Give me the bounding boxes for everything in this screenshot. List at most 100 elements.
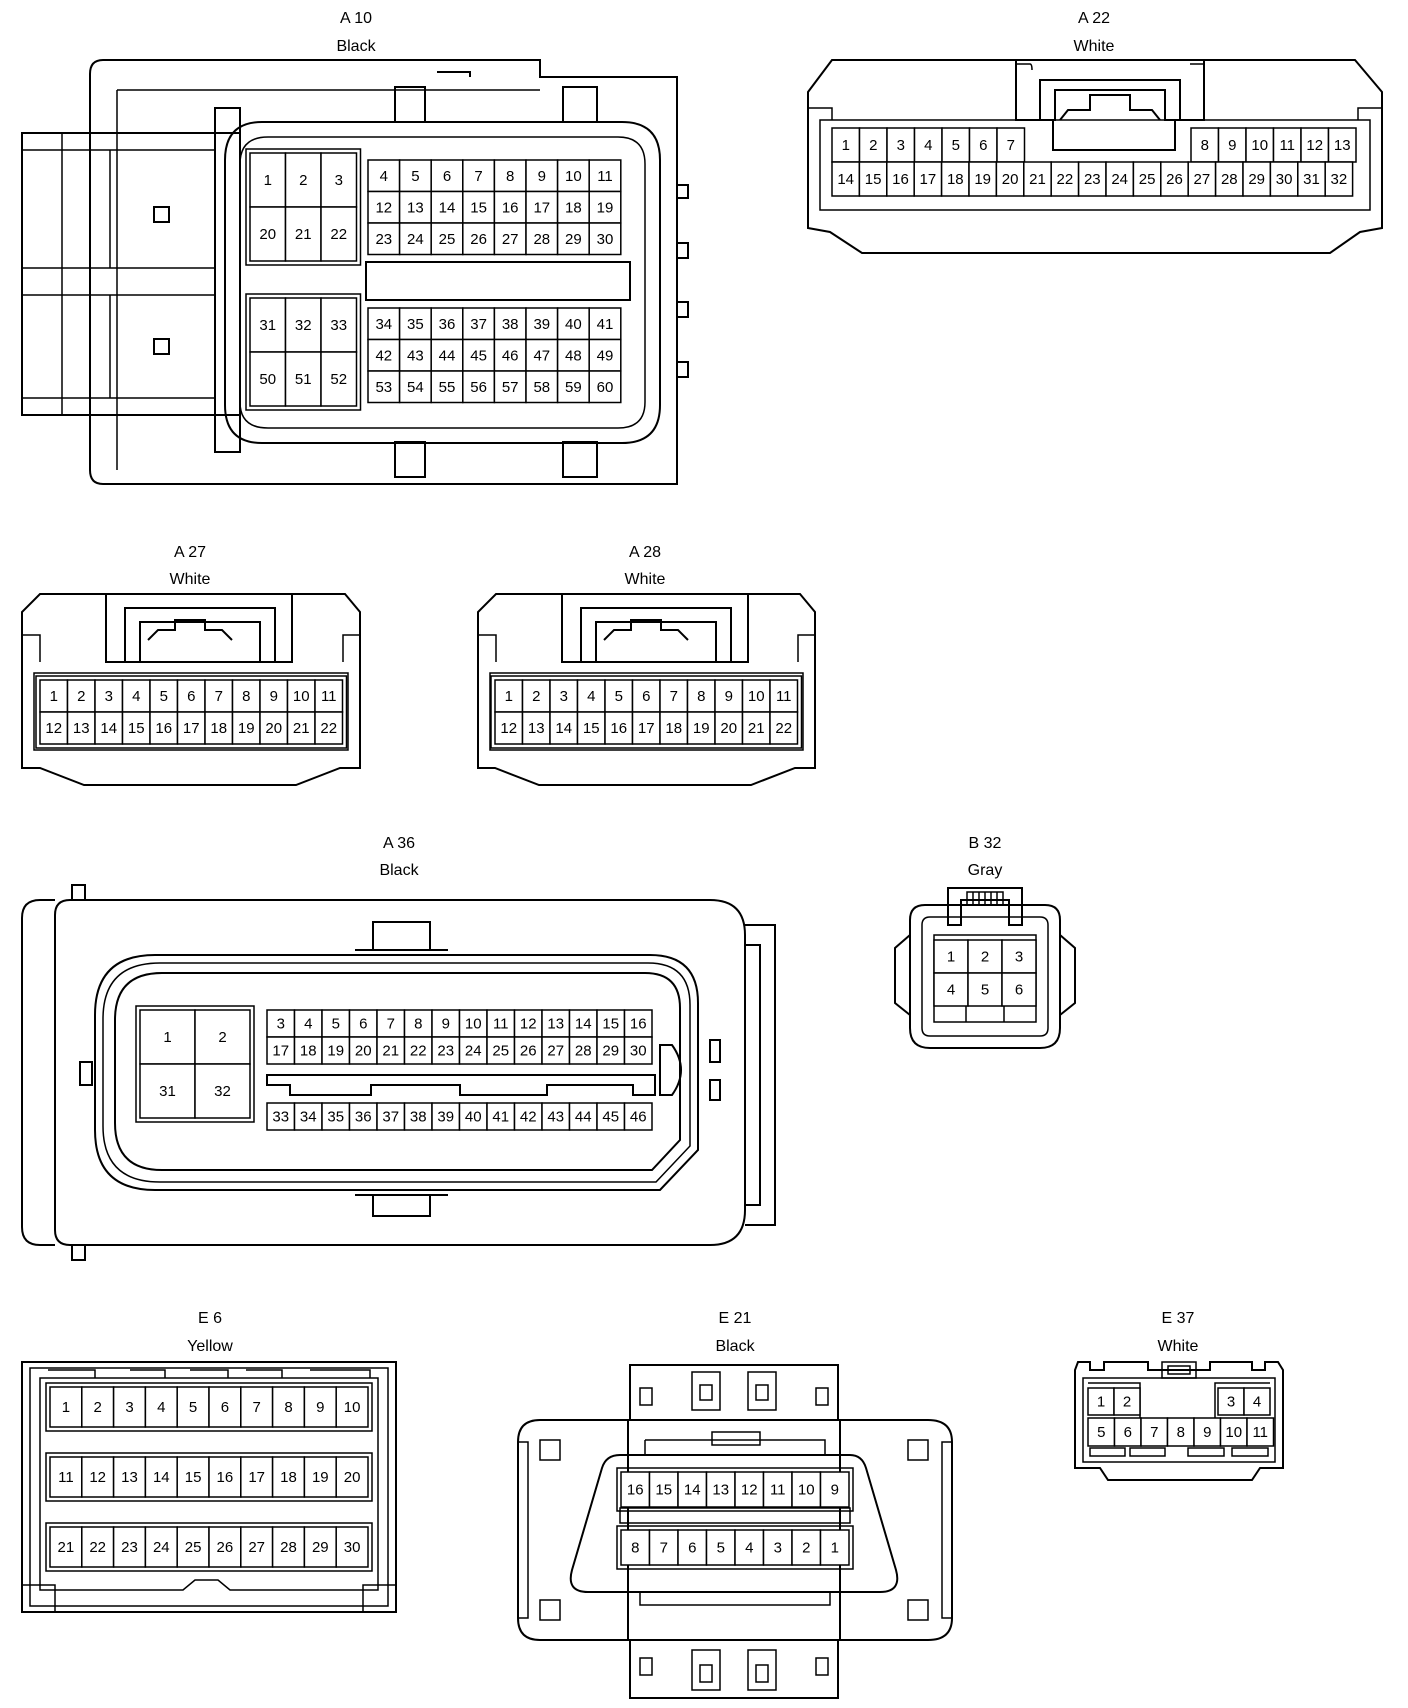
pin-cell [1217,127,1247,163]
pin-cell [604,711,634,745]
pin-number: 18 [565,199,582,216]
pin-number: 8 [697,688,705,705]
pin-cell [231,711,261,745]
connector-e37-color: White [1158,1338,1199,1355]
pin-number: 1 [842,137,850,154]
pin-number: 24 [1111,171,1128,188]
pin-number: 1 [62,1399,70,1416]
pin-number: 1 [50,688,58,705]
pin-cell [705,1471,736,1508]
pin-number: 16 [630,1016,647,1033]
pin-block-frame [135,1005,255,1123]
pin-number: 10 [565,168,582,185]
pin-cell [430,370,464,404]
pin-number: 14 [575,1016,592,1033]
pin-cell [81,1526,115,1568]
pin-cell [1001,972,1037,1007]
connector-e37: E 37 White [1074,1310,1284,1481]
pin-cell [231,679,261,713]
pin-number: 23 [1084,171,1101,188]
pin-number: 2 [981,949,989,966]
pin-number: 45 [470,347,487,364]
pin-cell [112,1526,147,1568]
pin-number: 14 [684,1482,701,1499]
pin-number: 10 [465,1016,482,1033]
pin-number: 56 [470,379,487,396]
pin-block-frame [35,675,348,749]
pin-cell [588,190,622,224]
pin-number: 24 [407,231,424,248]
pin-cell [430,222,464,256]
pin-cell [431,1102,461,1131]
pin-number: 30 [344,1539,361,1556]
pin-cell [623,1102,653,1131]
connector-a36-housing [21,884,776,1261]
pin-number: 3 [1015,949,1023,966]
pin-cell [677,1529,708,1566]
pin-number: 21 [295,226,312,243]
pin-number: 22 [89,1539,106,1556]
pin-cell [39,711,69,745]
pin-number: 2 [1123,1394,1131,1411]
pin-number: 28 [280,1539,297,1556]
pin-cell [525,370,559,404]
pin-number: 22 [1057,171,1074,188]
pin-number: 26 [1166,171,1183,188]
pin-number: 32 [214,1083,231,1100]
pin-number: 27 [1194,171,1211,188]
pin-number: 1 [1097,1394,1105,1411]
pin-cell [398,338,432,372]
pin-number: 8 [631,1540,639,1557]
pin-cell [940,161,970,197]
pin-number: 19 [238,720,255,737]
pin-number: 4 [132,688,140,705]
pin-cell [549,711,579,745]
pin-number: 15 [185,1469,202,1486]
pin-cell [525,159,559,193]
pin-cell [596,1036,626,1065]
pin-number: 15 [865,171,882,188]
pin-number: 22 [330,226,347,243]
connector-e6-color: Yellow [187,1338,233,1355]
pin-number: 29 [602,1043,619,1060]
pin-cell [705,1529,736,1566]
pin-number: 6 [979,137,987,154]
pin-number: 14 [439,199,456,216]
pin-number: 9 [725,688,733,705]
pin-number: 1 [831,1540,839,1557]
pin-number: 2 [299,172,307,189]
pin-cell [762,1471,793,1508]
pin-number: 14 [555,720,572,737]
pin-cell [403,1009,433,1038]
pin-number: 3 [125,1399,133,1416]
pin-cell [286,711,316,745]
pin-number: 7 [660,1540,668,1557]
pin-cell [259,711,289,745]
pin-number: 18 [280,1469,297,1486]
pin-cell [204,679,234,713]
pin-cell [1087,1417,1116,1447]
pin-cell [398,307,432,341]
pin-number: 6 [1015,982,1023,999]
pin-number: 26 [520,1043,537,1060]
pin-number: 9 [1203,1424,1211,1441]
pin-cell [112,1456,147,1498]
pin-block-frame [490,675,803,749]
pin-cell [513,1036,543,1065]
pin-number: 13 [73,720,90,737]
pin-cell [376,1036,406,1065]
pin-number: 5 [952,137,960,154]
pin-number: 17 [248,1469,265,1486]
pin-number: 23 [121,1539,138,1556]
pin-number: 33 [330,317,347,334]
pin-number: 8 [284,1399,292,1416]
pin-cell [556,190,590,224]
pin-number: 25 [439,231,456,248]
pin-number: 44 [439,347,456,364]
pin-cell [493,370,527,404]
